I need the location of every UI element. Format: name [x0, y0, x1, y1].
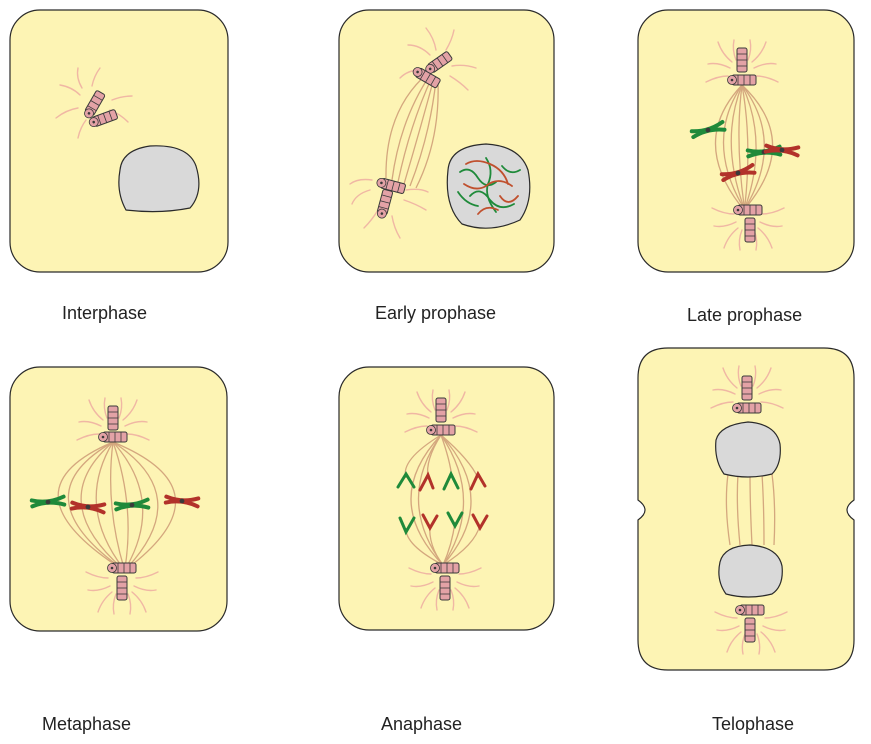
label-metaphase: Metaphase: [42, 714, 132, 734]
nucleus-bottom: [718, 544, 783, 598]
centriole: [435, 397, 447, 423]
late-prophase-cell: [637, 9, 855, 273]
centriole: [732, 402, 762, 414]
centriole: [735, 604, 765, 616]
centriole: [426, 424, 456, 436]
centriole: [744, 617, 756, 643]
telophase-cell: [637, 347, 855, 671]
centriole: [98, 431, 128, 443]
chromatin: [457, 157, 521, 215]
anaphase-cell: [338, 366, 555, 631]
centrosome-top: [399, 27, 477, 91]
spindle-fibers: [385, 72, 439, 189]
centriole: [107, 405, 119, 431]
nucleus: [118, 145, 200, 213]
spindle-fibers: [714, 84, 774, 206]
early-prophase-cell: [338, 9, 555, 273]
nucleus-top: [715, 421, 781, 478]
centriole: [439, 575, 451, 601]
label-telophase: Telophase: [712, 714, 795, 734]
centriole: [741, 375, 753, 401]
centriole: [107, 562, 137, 574]
label-early-prophase: Early prophase: [375, 303, 497, 323]
centriole: [733, 204, 763, 216]
metaphase-cell: [9, 366, 228, 632]
centriole: [727, 74, 757, 86]
interphase-cell: [9, 9, 229, 273]
centriole: [116, 575, 128, 601]
centriole: [430, 562, 460, 574]
centriole: [744, 217, 756, 243]
centrosome-bottom: [349, 176, 429, 239]
centriole: [736, 47, 748, 73]
label-anaphase: Anaphase: [381, 714, 463, 734]
spindle-remnants: [725, 473, 776, 546]
label-late-prophase: Late prophase: [687, 305, 803, 325]
label-interphase: Interphase: [62, 303, 148, 323]
centrosome: [55, 67, 133, 139]
chromatids: [396, 470, 489, 536]
